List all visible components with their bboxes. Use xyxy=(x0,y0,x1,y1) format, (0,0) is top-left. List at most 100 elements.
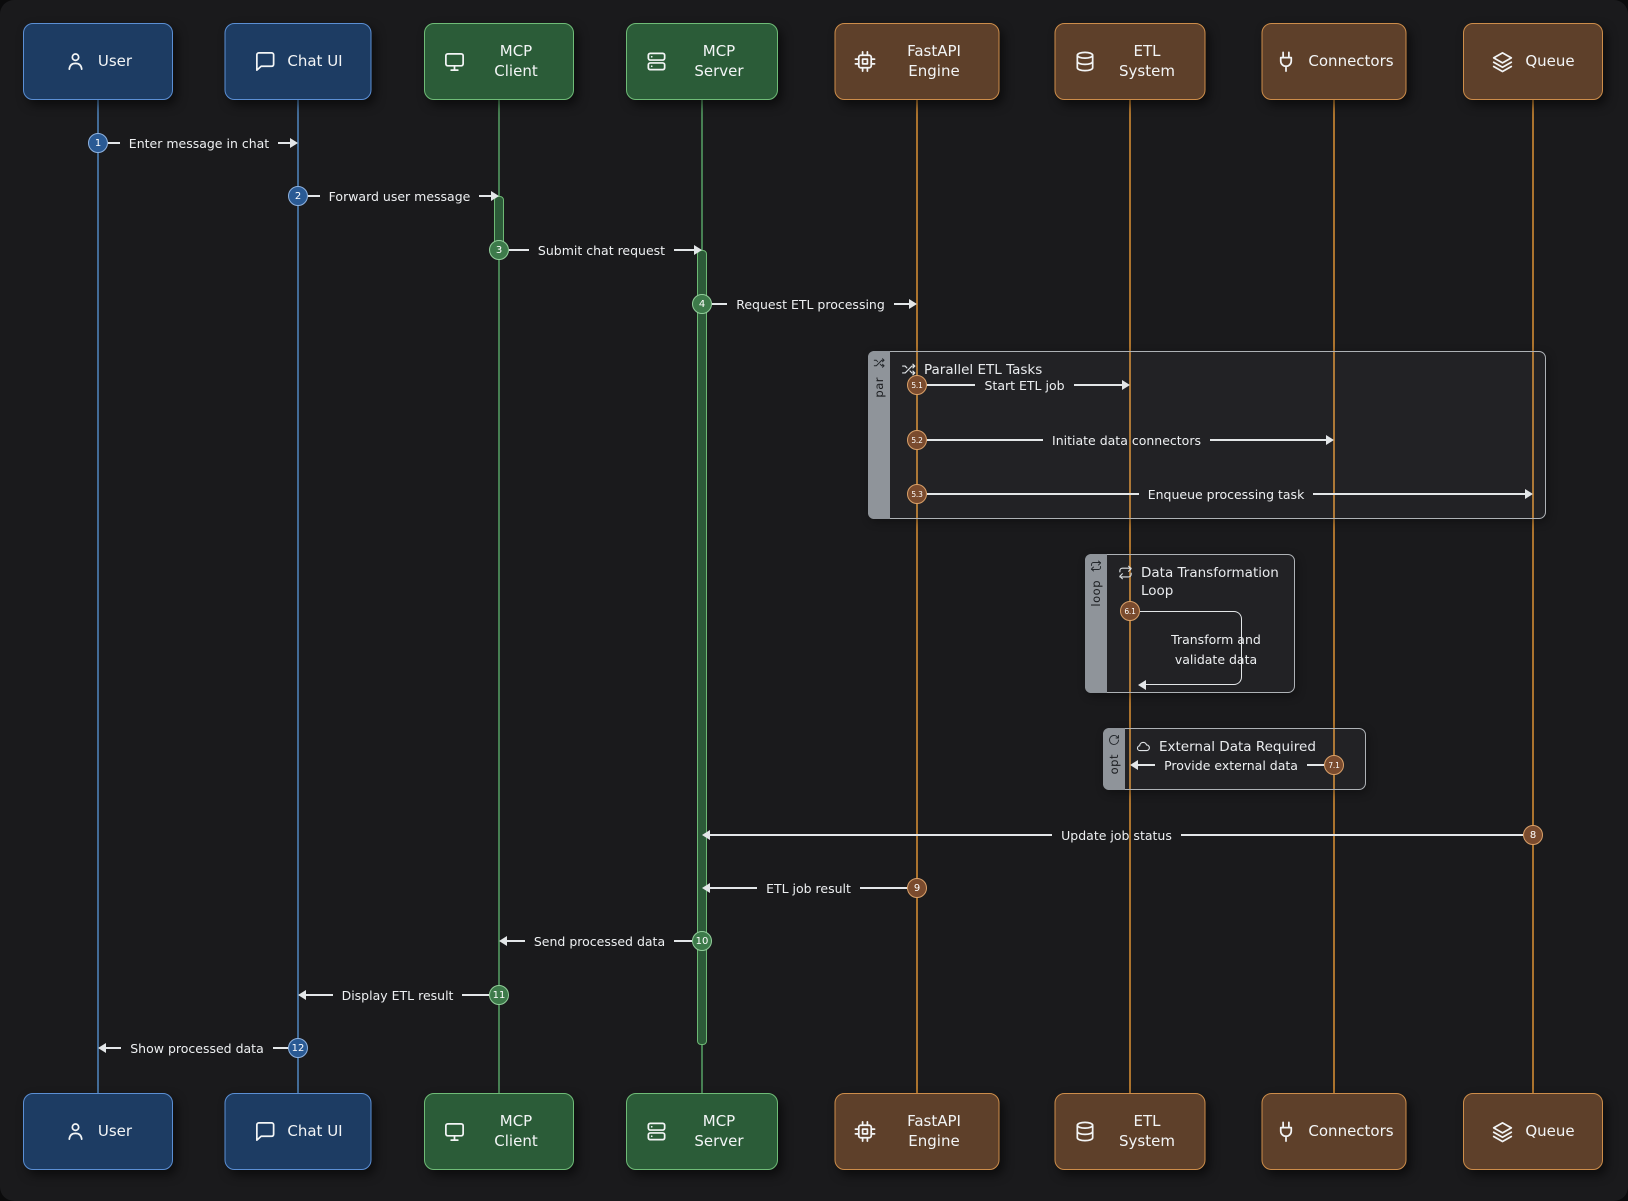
lifeline-etl-system xyxy=(1129,100,1131,1093)
message-label: ETL job result xyxy=(766,880,851,896)
message-line xyxy=(507,940,525,942)
actor-label: FastAPI Engine xyxy=(907,1112,961,1150)
shuffle-icon xyxy=(873,357,885,369)
database-icon xyxy=(1074,1120,1097,1143)
arrowhead-icon xyxy=(694,245,703,255)
message-label: Show processed data xyxy=(130,1040,264,1056)
arrowhead-icon xyxy=(702,883,710,893)
arrowhead-icon xyxy=(909,299,917,309)
message-number-badge: 5.2 xyxy=(907,430,927,450)
actor-etl-system-bottom: ETL System xyxy=(1054,1093,1206,1170)
actor-label: MCP Client xyxy=(494,1112,538,1150)
lifeline-fastapi-engine xyxy=(916,100,918,1093)
plug-icon xyxy=(1274,1120,1297,1143)
fragment-title: Data Transformation Loop xyxy=(1118,564,1291,600)
fragment-kind-label: opt xyxy=(1107,754,1121,775)
message-number-badge: 4 xyxy=(692,294,712,314)
arrowhead-icon xyxy=(298,990,306,1000)
message-line xyxy=(1073,384,1123,386)
layers-icon xyxy=(1491,1120,1514,1143)
actor-label: MCP Server xyxy=(694,1112,744,1150)
message-label: Submit chat request xyxy=(537,242,666,258)
message-line xyxy=(927,439,1044,441)
message-label: Transform and validate data xyxy=(1171,632,1261,667)
actor-label: Connectors xyxy=(1308,1121,1394,1140)
message-3: 3 Submit chat request xyxy=(489,239,703,261)
actor-label: FastAPI Engine xyxy=(907,42,961,80)
message-line xyxy=(1180,834,1523,836)
message-label: Provide external data xyxy=(1164,757,1298,773)
arrowhead-icon xyxy=(499,936,507,946)
plug-icon xyxy=(1274,50,1297,73)
fragment-par-tab: par xyxy=(868,351,890,519)
lifeline-chat-ui xyxy=(297,100,299,1093)
actor-connectors-bottom: Connectors xyxy=(1261,1093,1407,1170)
repeat-icon xyxy=(1090,560,1102,572)
actor-label: Chat UI xyxy=(287,1121,343,1140)
layers-icon xyxy=(1491,50,1514,73)
monitor-icon xyxy=(443,1120,466,1143)
lifeline-user xyxy=(97,100,99,1093)
message-label: Initiate data connectors xyxy=(1052,432,1201,448)
actor-queue: Queue xyxy=(1463,23,1603,100)
actor-connectors: Connectors xyxy=(1261,23,1407,100)
message-line xyxy=(893,303,909,305)
message-line xyxy=(106,1047,122,1049)
actor-label: Queue xyxy=(1525,1121,1575,1140)
message-number-badge: 3 xyxy=(489,240,509,260)
fragment-title-text: External Data Required xyxy=(1159,739,1316,755)
message-number-badge: 11 xyxy=(489,985,510,1005)
message-line xyxy=(1209,439,1327,441)
message-line xyxy=(1313,493,1526,495)
message-line xyxy=(710,834,1053,836)
fragment-title: Parallel ETL Tasks xyxy=(901,361,1042,379)
arrowhead-icon xyxy=(702,830,710,840)
actor-mcp-server-bottom: MCP Server xyxy=(626,1093,778,1170)
message-number-badge: 8 xyxy=(1523,825,1543,845)
fragment-title: External Data Required xyxy=(1136,738,1316,756)
message-line xyxy=(479,195,492,197)
message-line xyxy=(927,493,1139,495)
server-icon xyxy=(645,50,668,73)
activation-bar xyxy=(697,250,707,1045)
message-number-badge: 2 xyxy=(288,186,308,206)
user-icon xyxy=(64,1120,87,1143)
self-message-loop xyxy=(1138,611,1242,690)
message-number-badge: 12 xyxy=(288,1038,308,1058)
message-11: Display ETL result 11 xyxy=(298,984,510,1006)
message-line xyxy=(306,994,333,996)
server-icon xyxy=(645,1120,668,1143)
lifeline-mcp-client xyxy=(498,100,500,1093)
actor-etl-system: ETL System xyxy=(1054,23,1206,100)
message-line xyxy=(859,887,907,889)
message-label: Display ETL result xyxy=(341,987,454,1003)
fragment-opt-tab: opt xyxy=(1103,728,1125,790)
monitor-icon xyxy=(443,50,466,73)
fragment-par: par Parallel ETL Tasks xyxy=(868,351,1546,519)
actor-label: MCP Server xyxy=(694,42,744,80)
fragment-kind-label: par xyxy=(872,377,886,398)
actor-fastapi-engine: FastAPI Engine xyxy=(834,23,1000,100)
message-line xyxy=(1306,764,1324,766)
fragment-title-text: Parallel ETL Tasks xyxy=(924,362,1043,378)
actor-label: User xyxy=(97,1121,133,1140)
lifeline-connectors xyxy=(1333,100,1335,1093)
redo-icon xyxy=(1108,734,1120,746)
database-icon xyxy=(1074,50,1097,73)
message-5.2: 5.2 Initiate data connectors xyxy=(907,429,1335,451)
actor-label: Queue xyxy=(1525,51,1575,70)
arrowhead-icon xyxy=(491,191,500,201)
message-line xyxy=(710,887,758,889)
message-number-badge: 5.1 xyxy=(907,375,927,395)
actor-label: ETL System xyxy=(1119,42,1175,80)
message-line xyxy=(674,249,695,251)
message-line xyxy=(509,249,529,251)
